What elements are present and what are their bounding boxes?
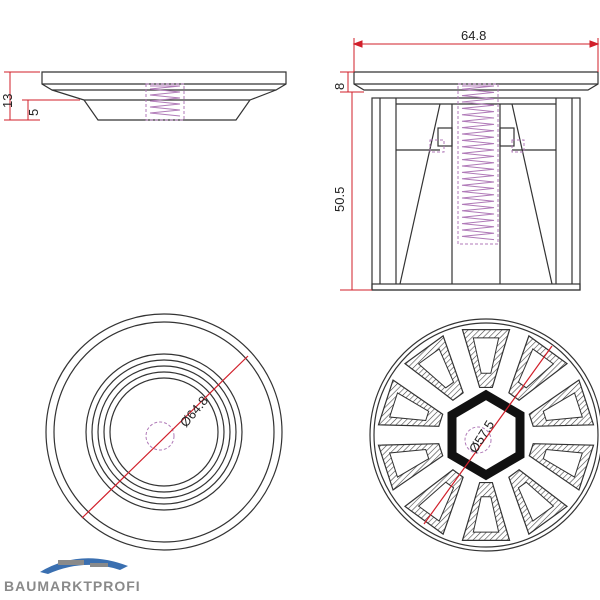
rib-window xyxy=(388,448,430,478)
section-view-right xyxy=(353,71,599,291)
thread-hole-left xyxy=(145,421,175,451)
rib-window xyxy=(417,348,455,389)
rib-window xyxy=(517,481,555,522)
dim-total-height-label: 50.5 xyxy=(332,187,347,212)
brand-logo-mark xyxy=(40,558,128,574)
dim-top-width-label: 64.8 xyxy=(461,28,486,43)
rib-window xyxy=(417,481,455,522)
dim-top-height-label: 8 xyxy=(332,83,347,90)
thread-hole-right xyxy=(464,426,492,454)
dim-bottom-left-line xyxy=(81,355,249,519)
rib-window xyxy=(388,392,430,422)
dim-left-height-label: 13 xyxy=(0,94,15,108)
dim-left-lip-label: 5 xyxy=(26,109,41,116)
dim-top-width xyxy=(352,38,600,72)
rib-group xyxy=(377,329,595,541)
rib-window xyxy=(542,392,584,422)
thread-right xyxy=(429,83,525,245)
bottom-view-right xyxy=(369,318,600,552)
dim-bottom-left-label: Ø64.8 xyxy=(177,393,211,430)
rib-window xyxy=(472,496,500,533)
dim-left-height xyxy=(4,71,80,121)
dim-bottom-right-line xyxy=(423,345,553,525)
thread-left xyxy=(145,83,185,121)
side-view-left xyxy=(41,71,287,121)
rib-window xyxy=(542,448,584,478)
rib-window xyxy=(472,337,500,374)
dim-right-height xyxy=(340,71,372,291)
top-view-left xyxy=(45,313,283,551)
brand-logo-text: BAUMARKTPROFI xyxy=(4,578,141,594)
